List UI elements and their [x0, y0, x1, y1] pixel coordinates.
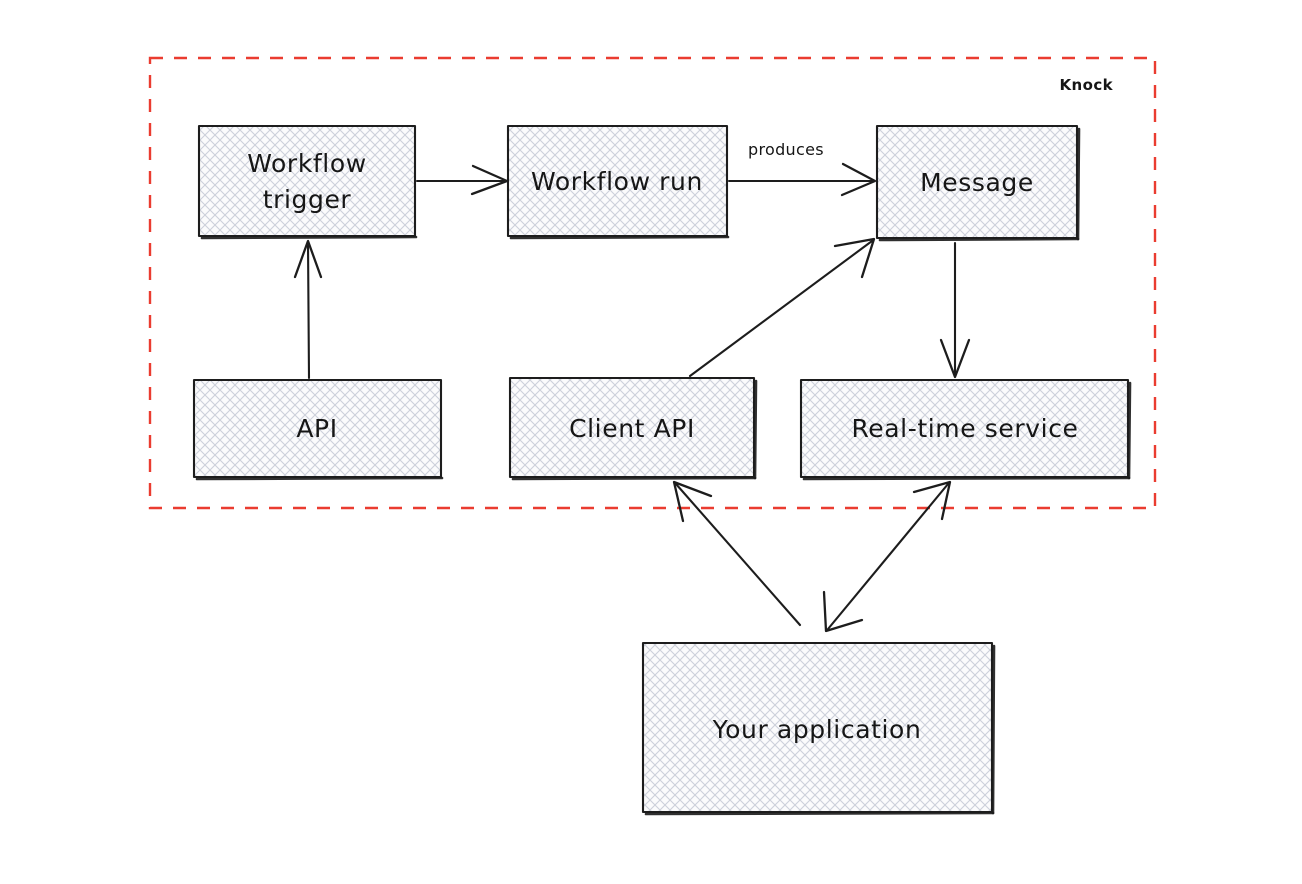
node-message[interactable]: Message — [875, 124, 1081, 242]
your-application-shade — [644, 811, 995, 816]
client-api-label: Client API — [569, 414, 695, 443]
node-your-application[interactable]: Your application — [641, 641, 996, 816]
edge-api-to-trigger-line — [306, 241, 311, 380]
knock-group-label: Knock — [1060, 76, 1114, 94]
api-label: API — [296, 414, 337, 443]
workflow-run-label: Workflow run — [531, 167, 703, 196]
realtime-service-shade — [802, 476, 1131, 481]
realtime-service-shade-right — [1127, 381, 1132, 480]
edge-app-to-client-api — [672, 480, 802, 627]
node-api[interactable]: API — [192, 378, 444, 481]
edge-api-to-trigger-arrowhead — [293, 239, 323, 279]
client-api-shade — [511, 476, 757, 481]
message-shade-right — [1076, 127, 1081, 241]
realtime-service-box — [799, 378, 1130, 479]
your-application-label: Your application — [712, 715, 922, 744]
node-workflow-run[interactable]: Workflow run — [506, 124, 730, 240]
edge-trigger-to-run — [415, 164, 509, 196]
knock-group-border — [148, 56, 1157, 510]
client-api-box — [508, 376, 756, 479]
edge-api-to-trigger — [293, 239, 323, 380]
edge-realtime-to-app-arrowhead-down — [822, 590, 864, 633]
workflow-trigger-box — [197, 124, 417, 238]
edge-message-to-realtime — [939, 241, 971, 379]
workflow-run-shade — [509, 235, 730, 240]
message-label: Message — [920, 168, 1034, 197]
message-shade — [878, 237, 1080, 242]
client-api-shade-right — [753, 379, 758, 480]
node-workflow-trigger[interactable]: Workflow trigger — [197, 124, 418, 240]
edge-client-api-to-message — [688, 237, 876, 378]
edge-app-to-client-api-line — [674, 482, 802, 627]
edge-app-to-client-api-arrowhead — [672, 480, 713, 523]
your-application-box — [641, 641, 994, 814]
edge-realtime-to-app-arrowhead-up — [912, 480, 952, 521]
workflow-trigger-label-line2: trigger — [263, 185, 352, 214]
workflow-trigger-shade — [200, 235, 418, 240]
knock-group: Knock — [148, 56, 1157, 510]
api-box — [192, 378, 443, 479]
workflow-trigger-label-line1: Workflow — [247, 149, 367, 178]
node-client-api[interactable]: Client API — [508, 376, 758, 481]
edge-client-api-to-message-line — [688, 239, 874, 378]
edge-run-to-message: produces — [727, 140, 877, 197]
edge-realtime-to-app-line — [826, 482, 950, 631]
edge-run-to-message-arrowhead — [840, 162, 877, 197]
message-box — [875, 124, 1079, 240]
edge-client-api-to-message-arrowhead — [833, 237, 876, 279]
edge-run-to-message-label: produces — [748, 140, 824, 159]
your-application-shade-right — [991, 644, 996, 815]
edge-message-to-realtime-arrowhead — [939, 338, 971, 379]
node-realtime-service[interactable]: Real-time service — [799, 378, 1132, 481]
realtime-service-label: Real-time service — [851, 414, 1078, 443]
edge-trigger-to-run-arrowhead — [470, 164, 509, 196]
api-shade — [195, 476, 444, 481]
edge-realtime-to-app — [822, 480, 952, 633]
